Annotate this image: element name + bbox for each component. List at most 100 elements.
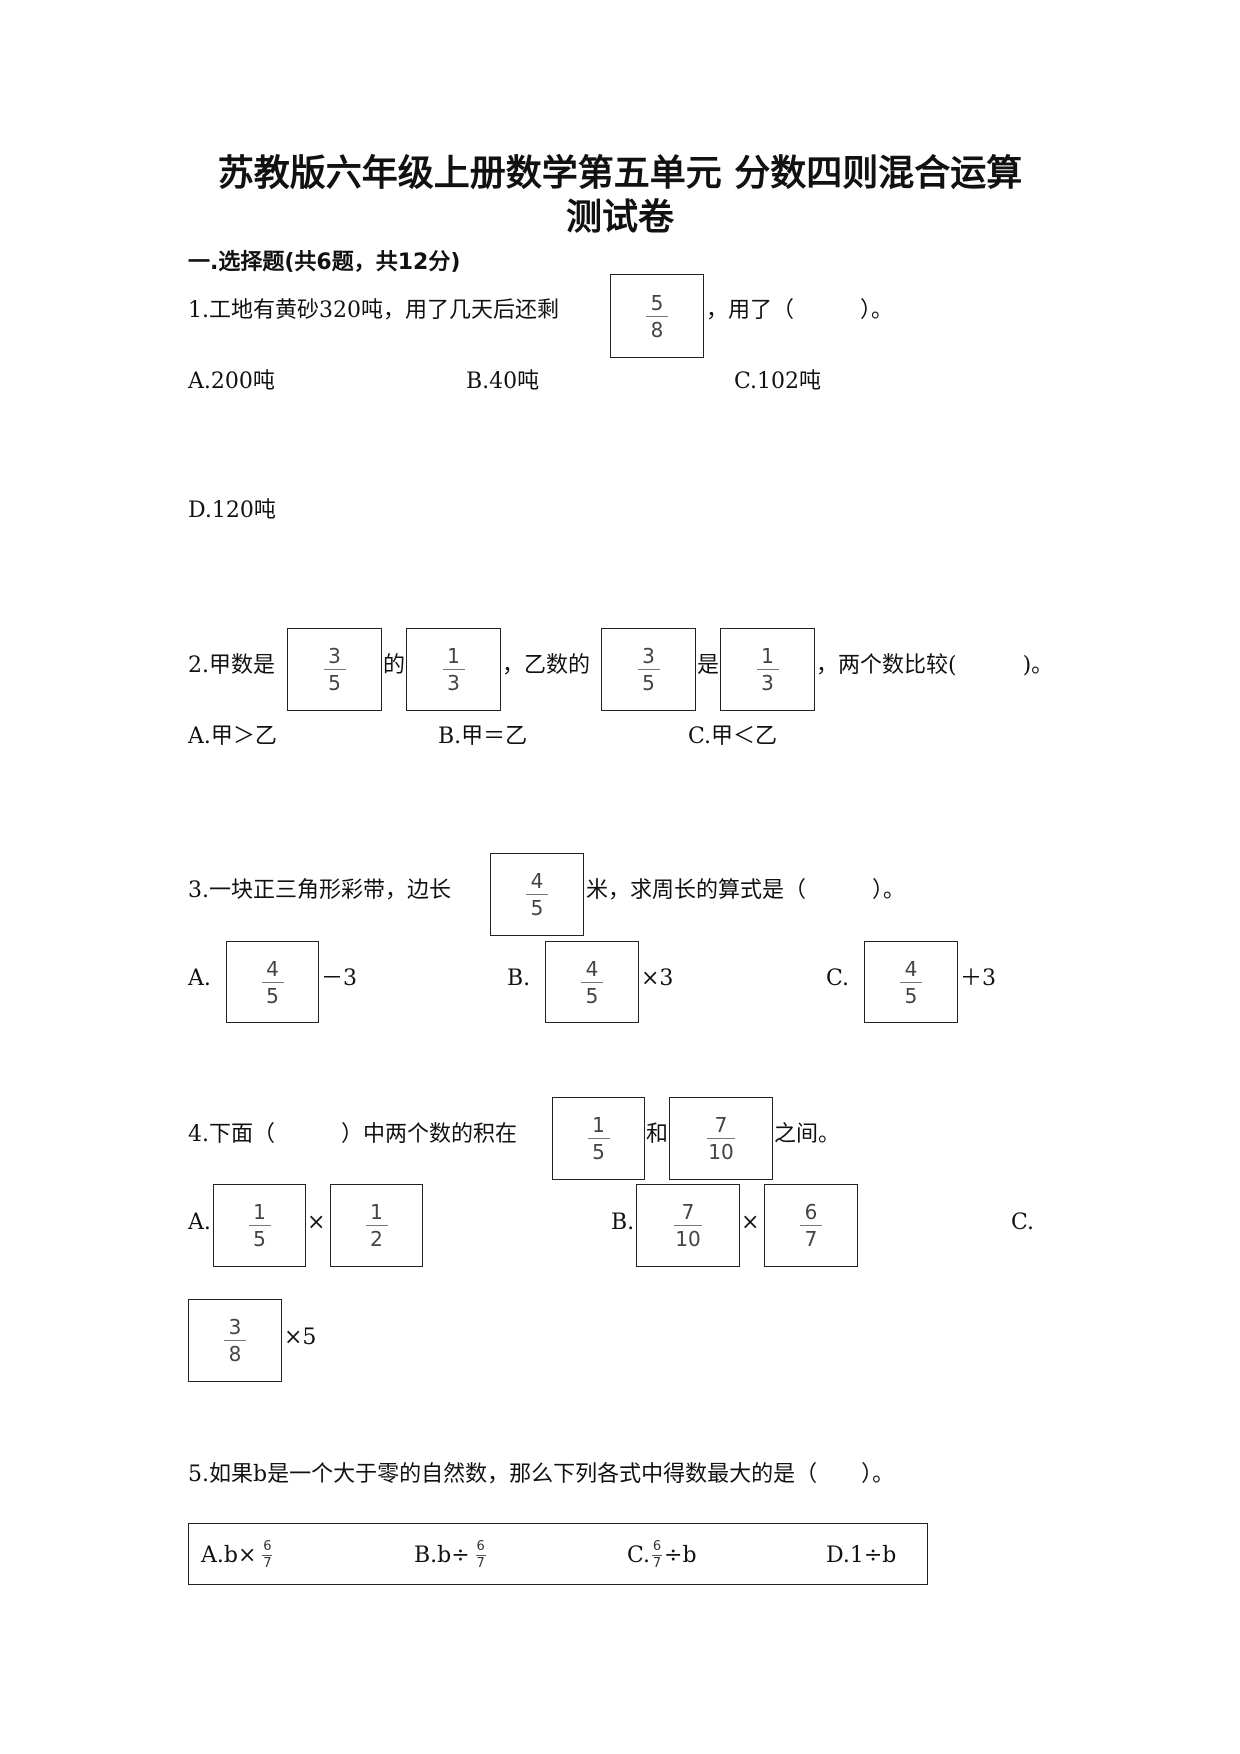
section-heading: 一.选择题(共6题，共12分)	[188, 250, 461, 275]
q2-text-5: ，两个数比较( )。	[816, 653, 1054, 678]
q5-option-b-text: B.b÷	[414, 1542, 470, 1568]
q4-text-after: 之间。	[774, 1122, 841, 1147]
numerator: 6	[476, 1538, 485, 1554]
denominator: 5	[266, 983, 279, 1008]
numerator: 6	[804, 1200, 818, 1224]
denominator: 10	[708, 1140, 734, 1164]
q3-option-a-suffix: －3	[321, 966, 357, 991]
q5-option-c-text-after: ÷b	[664, 1542, 697, 1568]
denominator: 2	[370, 1227, 383, 1251]
q1-option-c[interactable]: C.102吨	[734, 369, 822, 394]
denominator: 5	[253, 1227, 266, 1251]
q1-option-b[interactable]: B.40吨	[466, 369, 540, 394]
numerator: 6	[652, 1538, 662, 1554]
q4-option-b-operator: ×	[741, 1210, 760, 1235]
numerator: 4	[266, 956, 279, 981]
numerator: 4	[904, 956, 918, 981]
q2-option-a[interactable]: A.甲＞乙	[188, 724, 277, 749]
denominator: 10	[675, 1227, 701, 1251]
q4-option-b-label[interactable]: B.	[611, 1210, 635, 1235]
denominator: 8	[650, 317, 664, 342]
numerator: 4	[530, 869, 544, 893]
q2-option-c[interactable]: C.甲＜乙	[688, 724, 778, 749]
q4-option-c-suffix: ×5	[284, 1325, 317, 1350]
numerator: 5	[650, 290, 664, 315]
numerator: 1	[592, 1113, 605, 1137]
numerator: 3	[228, 1315, 242, 1339]
q3-text: 3.一块正三角形彩带，边长	[188, 878, 451, 903]
q4-option-c-label[interactable]: C.	[1011, 1210, 1035, 1235]
q2-text-2: 的	[383, 653, 406, 678]
q3-option-c-label[interactable]: C.	[826, 966, 850, 991]
numerator: 1	[253, 1200, 266, 1224]
q1-text-after: ，用了（ ）。	[706, 298, 894, 323]
q3-option-c-suffix: ＋3	[960, 966, 996, 991]
denominator: 5	[642, 671, 655, 695]
q1-option-a[interactable]: A.200吨	[188, 369, 275, 394]
q5-option-d[interactable]: D.1÷b	[826, 1524, 896, 1586]
numerator: 7	[681, 1200, 695, 1224]
page-title-line2: 测试卷	[565, 197, 674, 238]
denominator: 7	[263, 1555, 272, 1571]
q2-text-4: 是	[697, 653, 720, 678]
numerator: 1	[447, 644, 460, 668]
q2-text-1: 2.甲数是	[188, 653, 275, 678]
q2-text-3: ，乙数的	[502, 653, 591, 678]
q3-option-b-label[interactable]: B.	[507, 966, 531, 991]
q5-option-a-text: A.b×	[201, 1542, 257, 1568]
numerator: 7	[714, 1113, 728, 1137]
q1-option-d[interactable]: D.120吨	[188, 498, 276, 523]
numerator: 3	[328, 644, 341, 668]
q5-text: 5.如果b是一个大于零的自然数，那么下列各式中得数最大的是（ ）。	[188, 1462, 895, 1487]
denominator: 3	[447, 671, 460, 695]
denominator: 5	[592, 1140, 605, 1164]
denominator: 8	[228, 1342, 242, 1366]
q3-option-a-label[interactable]: A.	[188, 966, 211, 991]
denominator: 5	[904, 983, 918, 1008]
denominator: 5	[530, 896, 544, 920]
q4-text: 4.下面（ ）中两个数的积在	[188, 1122, 517, 1147]
q4-option-a-label[interactable]: A.	[188, 1210, 211, 1235]
q2-option-b[interactable]: B.甲＝乙	[438, 724, 528, 749]
denominator: 5	[585, 983, 599, 1008]
q3-text-after: 米，求周长的算式是（ ）。	[586, 878, 906, 903]
denominator: 7	[476, 1555, 485, 1571]
denominator: 3	[761, 671, 774, 695]
q4-text-and: 和	[646, 1122, 669, 1147]
numerator: 3	[642, 644, 655, 668]
denominator: 7	[804, 1227, 818, 1251]
q4-option-a-operator: ×	[307, 1210, 326, 1235]
